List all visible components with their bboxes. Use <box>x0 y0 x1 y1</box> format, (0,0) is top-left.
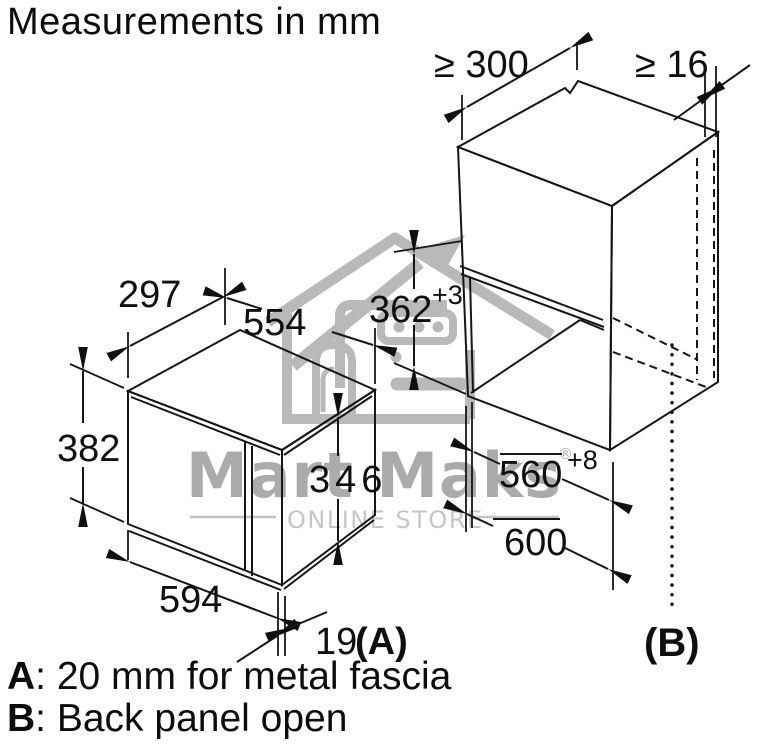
cabinet-isometric <box>455 79 721 614</box>
dim-label-fascia-gap: 19 <box>315 621 357 663</box>
ref-label-a: (A) <box>355 621 408 663</box>
watermark-house-logo <box>264 232 555 424</box>
dimension-lines <box>78 31 751 663</box>
legend-text-a: : 20 mm for metal fascia <box>35 655 452 698</box>
dim-label-niche-width: 560 <box>499 454 562 496</box>
hidden-back-edge <box>612 317 699 361</box>
dim-label-niche-height-tol: +3 <box>432 280 463 310</box>
dim-label-depth: 297 <box>118 274 181 316</box>
watermark-brand: Mart Maks <box>186 439 562 512</box>
dim-label-min-depth: ≥ 300 <box>434 44 529 86</box>
legend-key-a: A <box>7 655 36 698</box>
watermark-arrow-icon <box>421 235 465 274</box>
dim-label-niche-width-tol: +8 <box>567 445 598 475</box>
legend-key-b: B <box>7 697 36 740</box>
dim-label-cabinet-width: 600 <box>504 522 567 564</box>
hidden-back-edge <box>612 351 707 388</box>
white-faces <box>128 81 718 585</box>
legend-text-b: : Back panel open <box>35 697 348 740</box>
ref-label-b: (B) <box>644 621 700 665</box>
legend-note-b: B: Back panel open <box>7 697 347 741</box>
dimension-labels: 297 554 382 346 594 19 (A) 362 +3 560 +8… <box>57 44 709 665</box>
watermark-tagline: ONLINE STORE <box>287 506 484 534</box>
dim-label-front-height: 346 <box>309 459 387 501</box>
dim-label-top-width: 554 <box>243 302 306 344</box>
dim-label-bottom-width: 594 <box>159 579 222 621</box>
dim-label-height: 382 <box>57 428 120 470</box>
dim-label-niche-height: 362 <box>369 289 432 331</box>
registered-mark-icon: ® <box>558 445 573 463</box>
watermark: Mart Maks ® ONLINE STORE <box>186 232 573 534</box>
page-title: Measurements in mm <box>7 1 382 43</box>
legend-note-a: A: 20 mm for metal fascia <box>7 655 451 699</box>
dim-label-min-side-panel: ≥ 16 <box>635 44 709 86</box>
